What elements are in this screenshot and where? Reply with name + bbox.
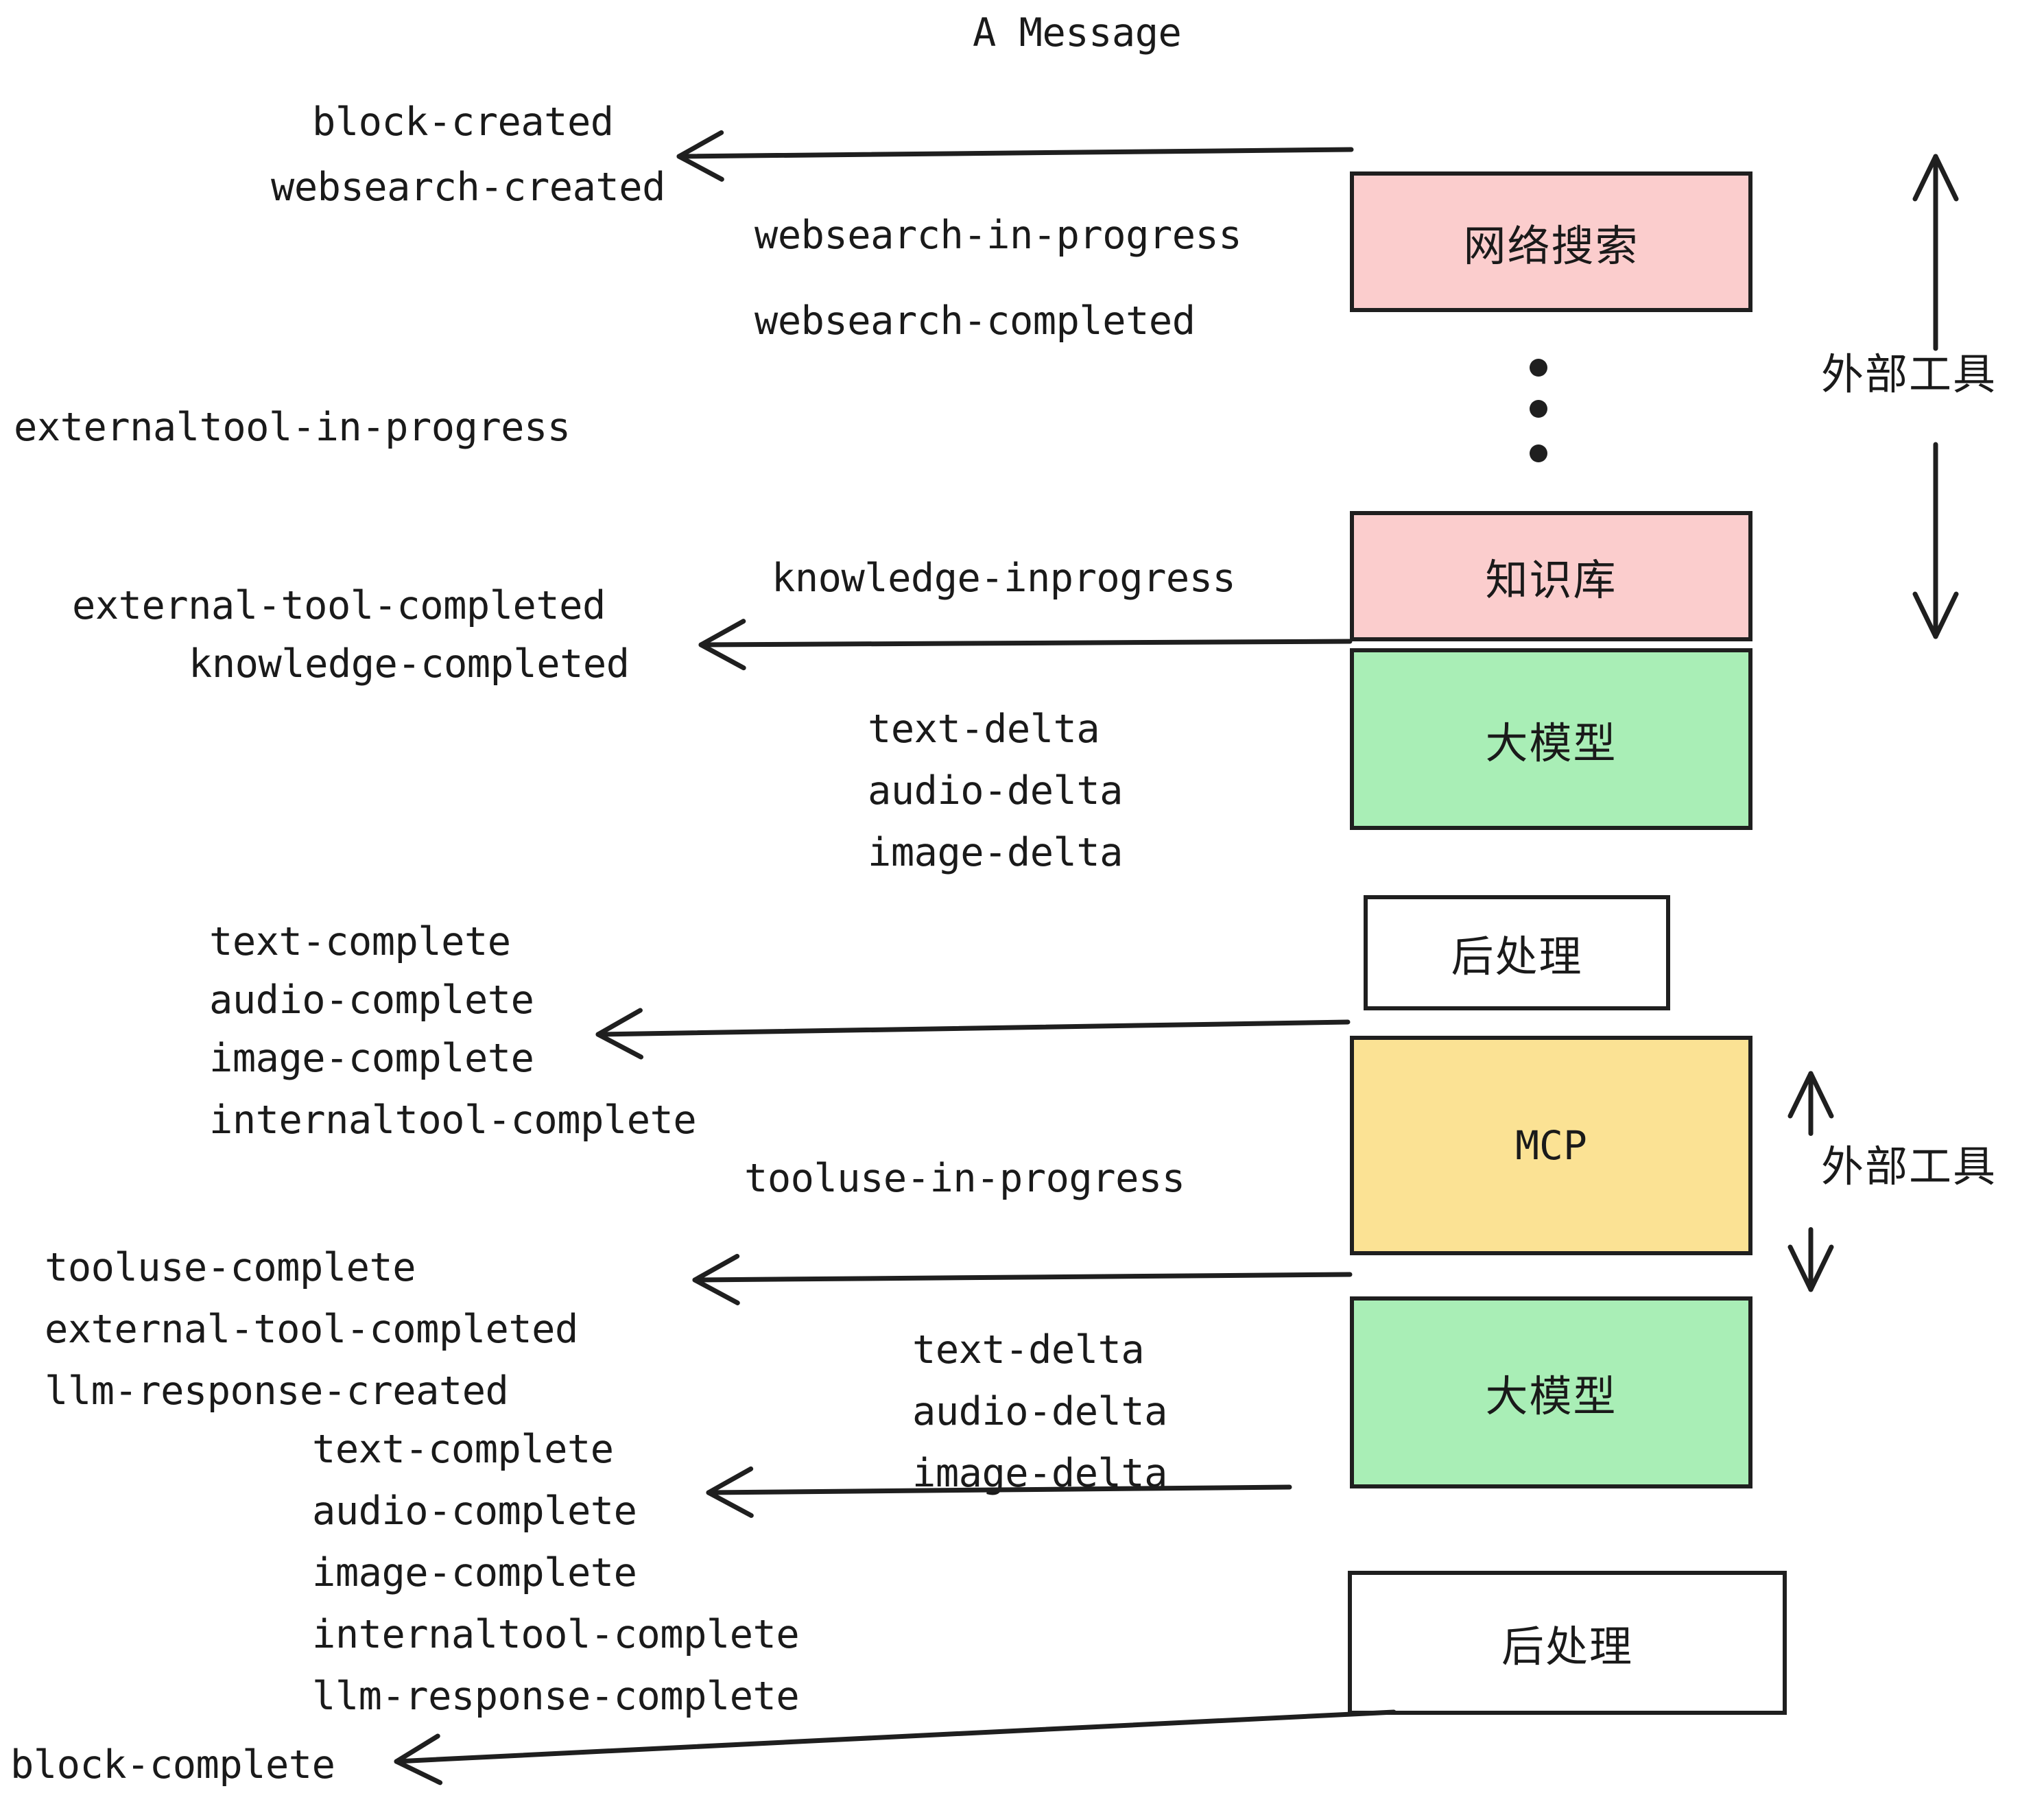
event-label: external-tool-completed [72,583,606,628]
event-label: websearch-created [271,165,665,210]
event-label: knowledge-inprogress [772,556,1236,601]
event-label: tooluse-complete [45,1245,416,1290]
event-label: knowledge-completed [189,641,630,687]
component-box-label: 后处理 [1451,931,1583,982]
vertical-double-arrows [1787,154,1959,1292]
external-tool-annotation: 外部工具 [1821,349,1997,399]
component-box-label: 大模型 [1485,1371,1617,1421]
event-label: image-delta [868,830,1124,875]
event-label: external-tool-completed [45,1307,578,1352]
websearch-to-block-created-arrow [676,130,1354,182]
ellipsis-dot-icon [1530,444,1547,462]
event-label: audio-delta [868,768,1124,814]
ellipsis-dot-icon [1530,359,1547,377]
llm-to-tooluse-complete-arrow [692,1253,1353,1305]
horizontal-arrows [394,130,1397,1785]
postprocess-to-block-complete-arrow [394,1709,1397,1785]
component-box-label: MCP [1515,1122,1587,1169]
event-label: audio-delta [912,1389,1168,1434]
event-label: block-complete [10,1742,335,1788]
event-label: audio-complete [209,977,534,1023]
component-box[interactable]: 大模型 [1350,1296,1752,1488]
external-tool-annotation: 外部工具 [1821,1141,1997,1191]
page-title: A Message [973,10,1182,56]
event-label: image-delta [912,1451,1168,1496]
component-box[interactable]: 后处理 [1348,1571,1787,1715]
event-label: audio-complete [312,1488,637,1534]
event-label: image-complete [312,1550,637,1595]
event-label: text-complete [209,919,511,964]
component-box-label: 大模型 [1485,717,1617,768]
event-label: llm-response-created [45,1368,509,1414]
event-label: websearch-in-progress [754,213,1242,258]
event-label: llm-response-complete [312,1674,800,1719]
component-box-label: 知识库 [1485,555,1617,605]
ellipsis-dot-icon [1530,400,1547,418]
event-label: text-complete [312,1427,614,1472]
event-label: internaltool-complete [209,1097,697,1143]
event-label: image-complete [209,1036,534,1081]
component-box[interactable]: 大模型 [1350,648,1752,830]
component-box-label: 后处理 [1501,1622,1633,1672]
event-label: text-delta [912,1327,1145,1373]
event-label: text-delta [868,707,1100,752]
component-box[interactable]: 后处理 [1364,895,1670,1010]
component-box[interactable]: 知识库 [1350,511,1752,641]
mcp-to-image-complete-arrow [595,1008,1351,1060]
event-label: internaltool-complete [312,1612,800,1657]
event-label: block-created [312,99,614,145]
component-box-label: 网络搜索 [1463,220,1639,271]
knowledge-to-completed-arrow [698,619,1353,671]
event-label: tooluse-in-progress [744,1156,1185,1201]
event-label: externaltool-in-progress [14,405,571,450]
component-box[interactable]: 网络搜索 [1350,171,1752,312]
event-label: websearch-completed [754,298,1196,344]
component-box[interactable]: MCP [1350,1036,1752,1255]
